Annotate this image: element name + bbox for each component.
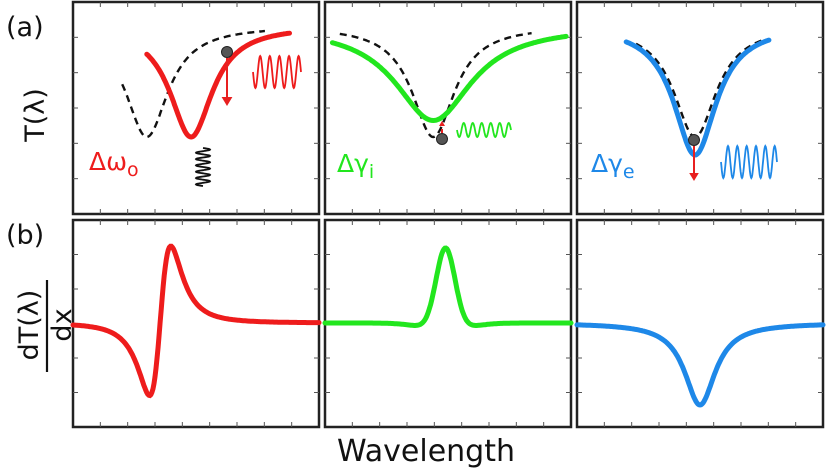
arrow-head — [689, 173, 699, 181]
panel-label-b: (b) — [6, 220, 44, 251]
broadened-resonance-curve — [329, 33, 569, 124]
panel-bottom-gamma-e — [574, 218, 826, 429]
y-label-derivative-numerator: dT(λ) — [14, 290, 45, 361]
axis-ticks — [73, 220, 319, 427]
panel-label-a: (a) — [6, 12, 44, 43]
derivative-curve-antisymmetric — [70, 243, 322, 399]
oscillation-spring-reference — [194, 147, 212, 187]
panel-top-gamma-e: Δγe — [575, 0, 825, 216]
panel-frame — [575, 0, 825, 216]
symbol-delta-omega: Δωo — [89, 147, 139, 181]
y-label-transmission: T(λ) — [20, 88, 51, 143]
axis-ticks — [325, 2, 571, 214]
deepened-resonance-curve — [623, 37, 772, 158]
arrow-head — [439, 121, 445, 126]
arrow-head — [221, 97, 233, 106]
particle-marker — [436, 133, 448, 145]
reference-resonance-curve — [121, 29, 265, 139]
x-axis-label: Wavelength — [337, 434, 515, 469]
derivative-curve-dip — [574, 322, 826, 408]
oscillation-wave — [720, 144, 778, 180]
shifted-resonance-curve — [144, 30, 292, 140]
particle-marker — [221, 46, 233, 58]
panel-top-omega: Δωo — [71, 0, 321, 216]
reference-resonance-curve — [635, 38, 765, 139]
panel-bottom-omega — [70, 218, 322, 429]
oscillation-wave — [252, 54, 302, 90]
axis-ticks — [577, 2, 823, 214]
panel-frame — [575, 218, 825, 429]
panel-bottom-gamma-i — [322, 218, 574, 429]
axis-ticks — [577, 220, 823, 427]
axis-ticks — [73, 2, 319, 214]
derivative-curve-peak — [322, 245, 574, 328]
symbol-delta-gamma-e: Δγe — [591, 149, 635, 183]
symbol-delta-gamma-i: Δγi — [337, 149, 374, 183]
oscillation-wave — [456, 121, 512, 139]
particle-marker — [688, 134, 700, 146]
panel-top-gamma-i: Δγi — [323, 0, 573, 216]
